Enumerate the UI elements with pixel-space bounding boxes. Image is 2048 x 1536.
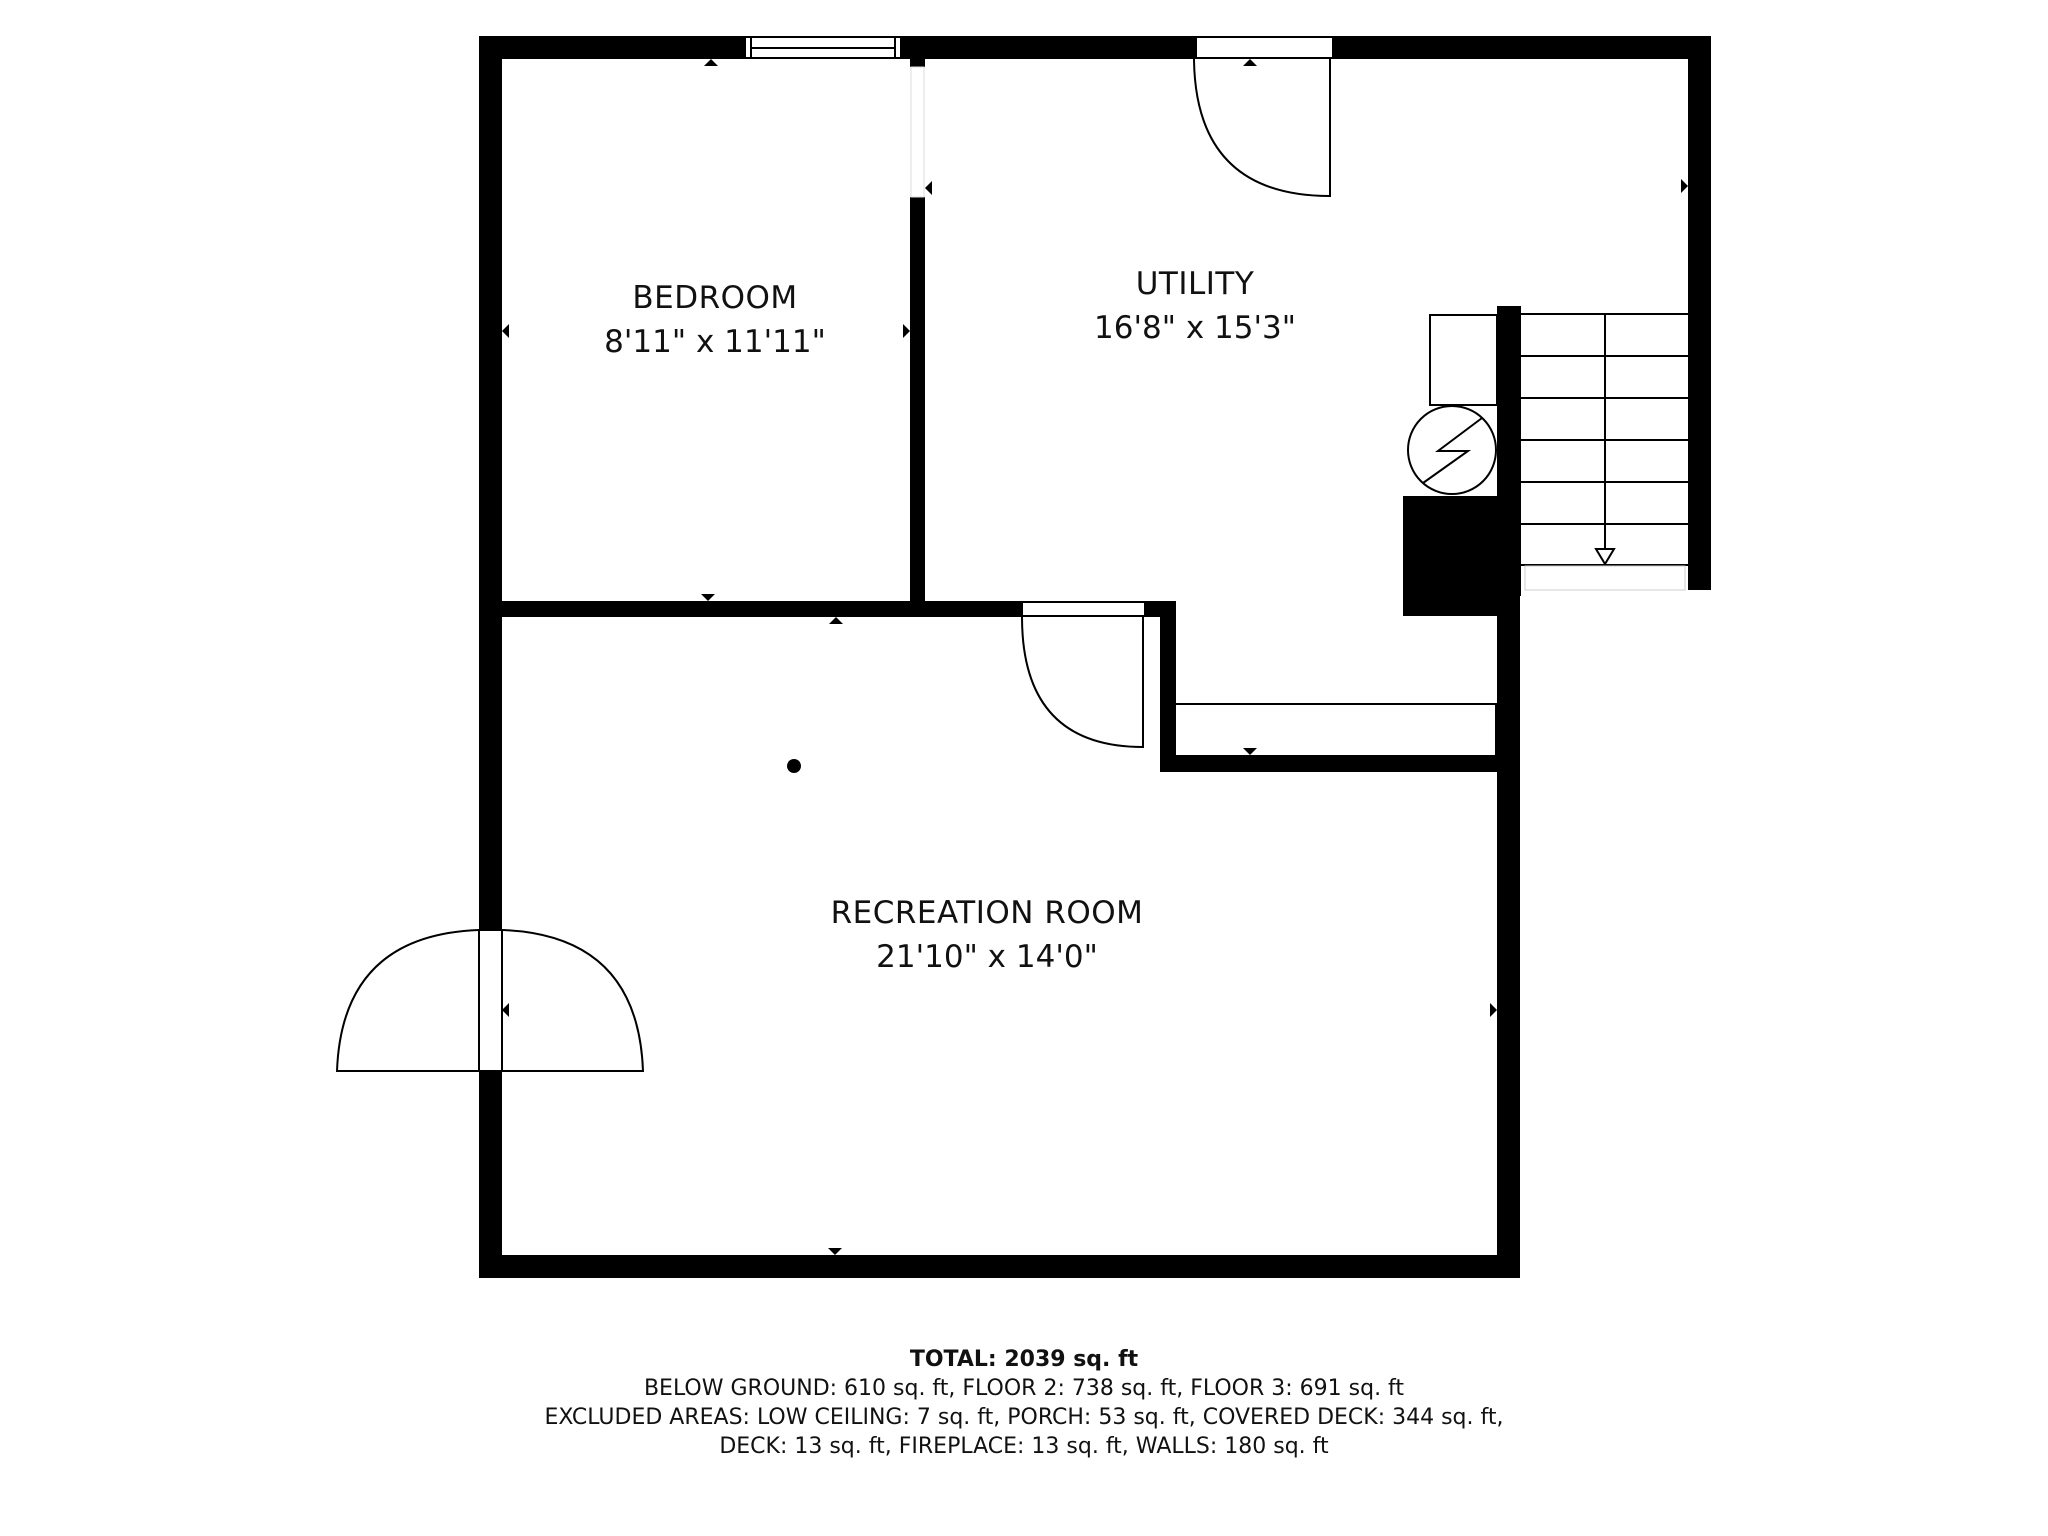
room-name: RECREATION ROOM	[830, 895, 1144, 931]
excluded-areas-cont: DECK: 13 sq. ft, FIREPLACE: 13 sq. ft, W…	[719, 1434, 1329, 1459]
room-name: BEDROOM	[632, 280, 798, 316]
room-label-recreation-room: RECREATION ROOM 21'10" x 14'0"	[787, 891, 1187, 979]
room-dimensions: 16'8" x 15'3"	[1094, 310, 1296, 346]
door-swing-icon	[1021, 601, 1146, 749]
room-name: UTILITY	[1135, 266, 1255, 302]
room-dimensions: 21'10" x 14'0"	[876, 939, 1098, 975]
door-swing-icon	[1193, 36, 1334, 198]
room-label-utility: UTILITY 16'8" x 15'3"	[1040, 262, 1350, 350]
passage-opening	[910, 66, 925, 198]
area-summary: TOTAL: 2039 sq. ft BELOW GROUND: 610 sq.…	[0, 1345, 2048, 1461]
closet-shelf	[1176, 703, 1497, 757]
total-area: TOTAL: 2039 sq. ft	[909, 1347, 1139, 1372]
double-door-icon	[335, 929, 645, 1072]
walls	[479, 36, 1711, 1278]
room-label-bedroom: BEDROOM 8'11" x 11'11"	[560, 276, 870, 364]
stairs-icon	[1521, 313, 1688, 591]
window-icon	[744, 36, 902, 59]
excluded-areas: EXCLUDED AREAS: LOW CEILING: 7 sq. ft, P…	[544, 1405, 1504, 1430]
measurement-markers	[502, 59, 1688, 1255]
furnace-icon	[1407, 405, 1497, 495]
water-heater-icon	[1429, 314, 1498, 406]
floor-areas: BELOW GROUND: 610 sq. ft, FLOOR 2: 738 s…	[643, 1376, 1405, 1401]
room-dimensions: 8'11" x 11'11"	[604, 324, 826, 360]
ceiling-light-icon	[787, 759, 801, 773]
